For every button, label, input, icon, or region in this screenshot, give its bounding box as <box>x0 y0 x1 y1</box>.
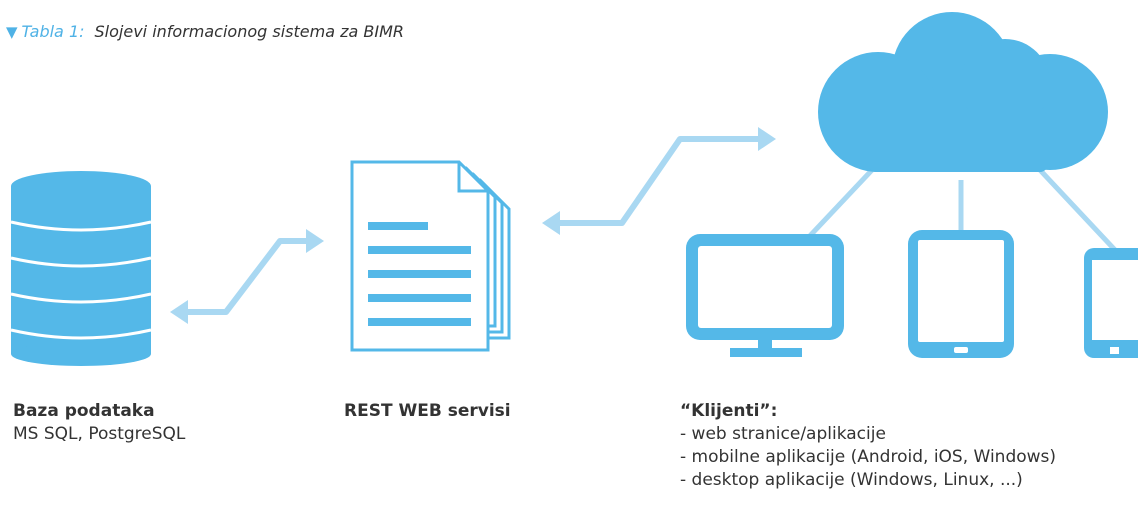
arrow-db-webservice <box>170 229 324 324</box>
caption-triangle-icon: ▼ <box>6 23 18 41</box>
tablet-icon <box>908 230 1014 358</box>
database-icon <box>10 171 152 366</box>
webservices-label: REST WEB servisi <box>344 400 511 423</box>
database-title: Baza podataka <box>13 401 155 421</box>
caption-title: Slojevi informacionog sistema za BIMR <box>94 22 404 41</box>
clients-label: “Klijenti”: - web stranice/aplikacije - … <box>680 400 1056 492</box>
clients-title: “Klijenti”: <box>680 401 778 421</box>
arrow-webservice-cloud <box>542 127 776 235</box>
database-subtitle: MS SQL, PostgreSQL <box>13 424 186 444</box>
cloud-icon <box>818 12 1108 172</box>
clients-item-desktop: - desktop aplikacije (Windows, Linux, ..… <box>680 470 1023 490</box>
table-caption: ▼Tabla 1: Slojevi informacionog sistema z… <box>6 22 404 42</box>
clients-item-web: - web stranice/aplikacije <box>680 424 886 444</box>
clients-item-mobile: - mobilne aplikacije (Android, iOS, Wind… <box>680 447 1057 467</box>
cloud-connectors <box>804 168 1117 252</box>
desktop-monitor-icon <box>686 234 844 357</box>
caption-label: Tabla 1: <box>21 22 85 41</box>
database-label: Baza podataka MS SQL, PostgreSQL <box>13 400 185 446</box>
document-stack-icon <box>350 160 511 352</box>
phone-icon <box>1084 248 1138 358</box>
webservices-title: REST WEB servisi <box>344 401 511 421</box>
